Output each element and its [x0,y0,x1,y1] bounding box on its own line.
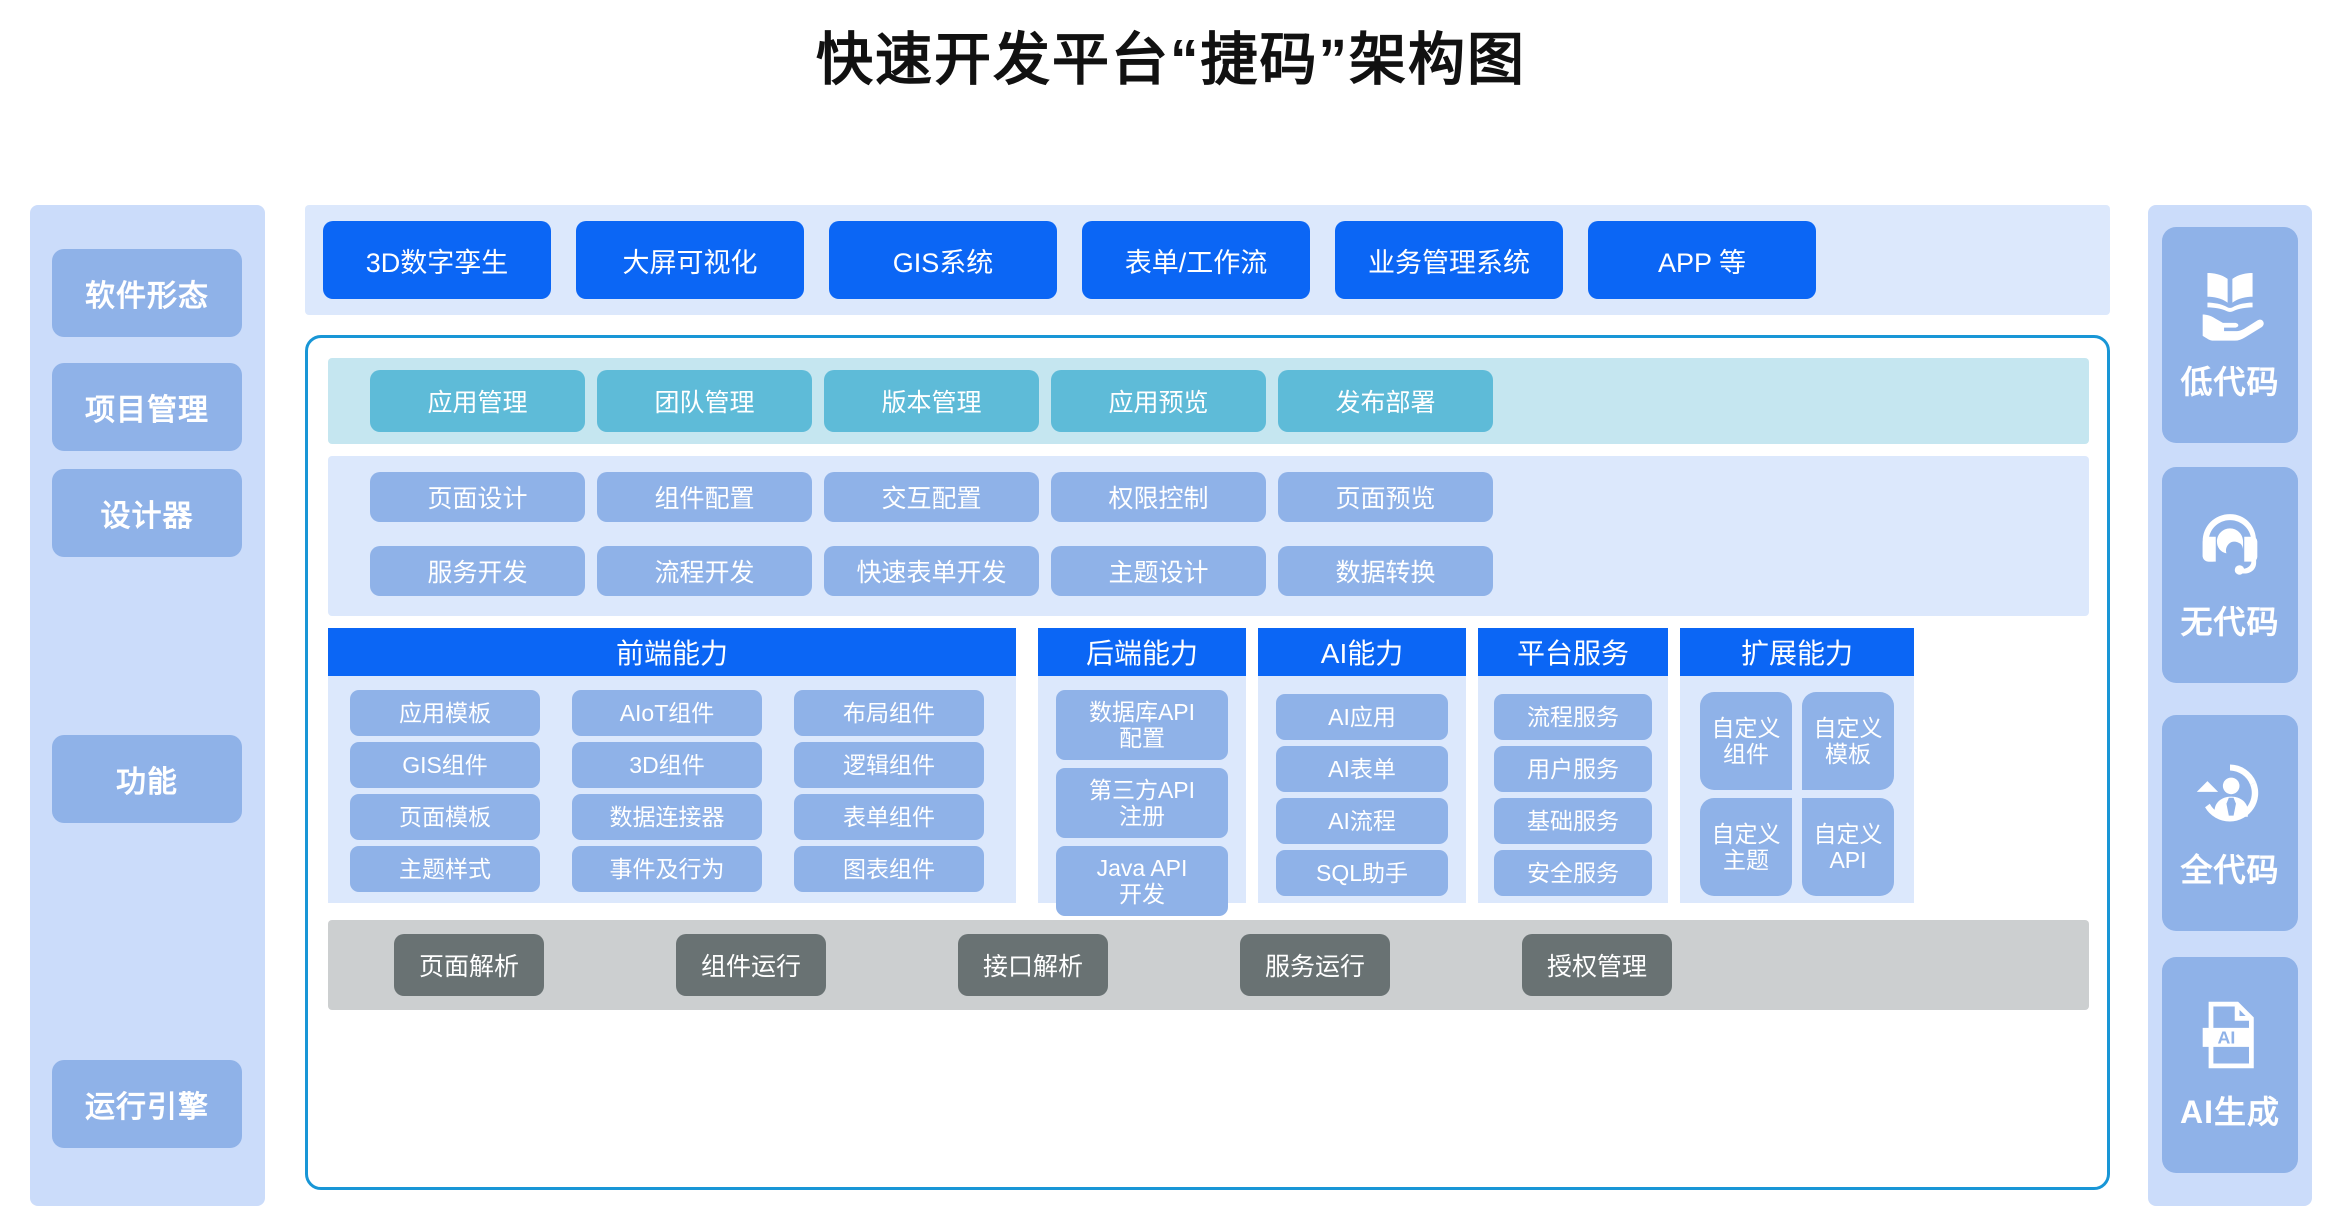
right-card-label: AI生成 [2179,1094,2280,1130]
designer-band: 页面设计 组件配置 交互配置 权限控制 页面预览 服务开发 流程开发 快速表单开… [328,456,2089,616]
platform-outline-box: 应用管理 团队管理 版本管理 应用预览 发布部署 页面设计 组件配置 交互配置 … [305,335,2110,1190]
fn-chip-chart-component[interactable]: 图表组件 [794,846,984,892]
designer-chip-interaction[interactable]: 交互配置 [824,472,1039,522]
fn-chip-page-template[interactable]: 页面模板 [350,794,540,840]
rail-item-runtime-engine[interactable]: 运行引擎 [52,1060,242,1148]
software-form-chip-business[interactable]: 业务管理系统 [1335,221,1563,299]
right-card-label: 低代码 [2180,364,2280,400]
right-card-no-code[interactable]: 无代码 [2162,467,2298,683]
fn-chip-ai-flow[interactable]: AI流程 [1276,798,1448,844]
fn-chip-user-service[interactable]: 用户服务 [1494,746,1652,792]
function-header-backend: 后端能力 [1038,628,1246,676]
runtime-engine-band: 页面解析 组件运行 接口解析 服务运行 授权管理 [328,920,2089,1010]
function-area: 前端能力 应用模板 AIoT组件 布局组件 GIS组件 3D组件 逻辑组件 页面… [328,628,2089,916]
fn-chip-ai-form[interactable]: AI表单 [1276,746,1448,792]
fn-chip-base-service[interactable]: 基础服务 [1494,798,1652,844]
fn-chip-thirdparty-api[interactable]: 第三方API 注册 [1056,768,1228,838]
fn-chip-logic-component[interactable]: 逻辑组件 [794,742,984,788]
book-hand-icon [2192,267,2268,343]
designer-chip-page-design[interactable]: 页面设计 [370,472,585,522]
fn-chip-sql-helper[interactable]: SQL助手 [1276,850,1448,896]
software-form-chip-3d-twin[interactable]: 3D数字孪生 [323,221,551,299]
rt-chip-api-parse[interactable]: 接口解析 [958,934,1108,996]
fn-chip-3d-component[interactable]: 3D组件 [572,742,762,788]
right-card-label: 无代码 [2180,604,2280,640]
pm-chip-team-mgmt[interactable]: 团队管理 [597,370,812,432]
fn-chip-data-connector[interactable]: 数据连接器 [572,794,762,840]
headset-icon [2192,507,2268,583]
designer-chip-fast-form-dev[interactable]: 快速表单开发 [824,546,1039,596]
function-column-ai: AI能力 AI应用 AI表单 AI流程 SQL助手 [1258,628,1466,903]
right-card-label: 全代码 [2180,852,2280,888]
rail-item-project-mgmt[interactable]: 项目管理 [52,363,242,451]
rt-chip-service-run[interactable]: 服务运行 [1240,934,1390,996]
fn-chip-layout-component[interactable]: 布局组件 [794,690,984,736]
fn-chip-ai-app[interactable]: AI应用 [1276,694,1448,740]
designer-chip-theme-design[interactable]: 主题设计 [1051,546,1266,596]
svg-text:AI: AI [2218,1027,2236,1047]
designer-chip-data-transform[interactable]: 数据转换 [1278,546,1493,596]
rail-item-designer[interactable]: 设计器 [52,469,242,557]
designer-chip-page-preview[interactable]: 页面预览 [1278,472,1493,522]
fn-chip-db-api-config[interactable]: 数据库API 配置 [1056,690,1228,760]
rt-chip-page-parse[interactable]: 页面解析 [394,934,544,996]
main-diagram: 3D数字孪生 大屏可视化 GIS系统 表单/工作流 业务管理系统 APP 等 应… [305,205,2110,1206]
ai-document-icon: AI [2192,997,2268,1073]
person-refresh-icon [2192,755,2268,831]
project-management-band: 应用管理 团队管理 版本管理 应用预览 发布部署 [328,358,2089,444]
ext-card-custom-api[interactable]: 自定义 API [1802,798,1894,896]
right-card-full-code[interactable]: 全代码 [2162,715,2298,931]
pm-chip-app-mgmt[interactable]: 应用管理 [370,370,585,432]
fn-chip-theme-style[interactable]: 主题样式 [350,846,540,892]
pm-chip-app-preview[interactable]: 应用预览 [1051,370,1266,432]
fn-chip-form-component[interactable]: 表单组件 [794,794,984,840]
left-rail: 软件形态 项目管理 设计器 功能 运行引擎 [30,205,265,1206]
software-form-band: 3D数字孪生 大屏可视化 GIS系统 表单/工作流 业务管理系统 APP 等 [305,205,2110,315]
rail-item-function[interactable]: 功能 [52,735,242,823]
function-header-extension: 扩展能力 [1680,628,1914,676]
designer-chip-service-dev[interactable]: 服务开发 [370,546,585,596]
ext-card-custom-component[interactable]: 自定义 组件 [1700,692,1792,790]
page-title: 快速开发平台“捷码”架构图 [816,28,1526,92]
fn-chip-app-template[interactable]: 应用模板 [350,690,540,736]
designer-chip-permission[interactable]: 权限控制 [1051,472,1266,522]
ext-card-custom-template[interactable]: 自定义 模板 [1802,692,1894,790]
function-header-ai: AI能力 [1258,628,1466,676]
rt-chip-component-run[interactable]: 组件运行 [676,934,826,996]
fn-chip-event-behavior[interactable]: 事件及行为 [572,846,762,892]
right-card-low-code[interactable]: 低代码 [2162,227,2298,443]
function-column-extension: 扩展能力 自定义 组件 自定义 模板 自定义 主题 自定义 API [1680,628,1914,903]
function-header-frontend: 前端能力 [328,628,1016,676]
fn-chip-gis-component[interactable]: GIS组件 [350,742,540,788]
function-column-backend: 后端能力 数据库API 配置 第三方API 注册 Java API 开发 [1038,628,1246,916]
fn-chip-process-service[interactable]: 流程服务 [1494,694,1652,740]
right-card-ai-generate[interactable]: AI AI生成 [2162,957,2298,1173]
ext-card-custom-theme[interactable]: 自定义 主题 [1700,798,1792,896]
rt-chip-auth-mgmt[interactable]: 授权管理 [1522,934,1672,996]
function-column-platform: 平台服务 流程服务 用户服务 基础服务 安全服务 [1478,628,1668,903]
fn-chip-aiot-component[interactable]: AIoT组件 [572,690,762,736]
function-header-platform: 平台服务 [1478,628,1668,676]
designer-chip-component-config[interactable]: 组件配置 [597,472,812,522]
pm-chip-deploy[interactable]: 发布部署 [1278,370,1493,432]
software-form-chip-app[interactable]: APP 等 [1588,221,1816,299]
right-rail: 低代码 无代码 全代码 [2148,205,2312,1206]
pm-chip-version-mgmt[interactable]: 版本管理 [824,370,1039,432]
fn-chip-java-api-dev[interactable]: Java API 开发 [1056,846,1228,916]
designer-chip-process-dev[interactable]: 流程开发 [597,546,812,596]
rail-item-software-form[interactable]: 软件形态 [52,249,242,337]
fn-chip-security-service[interactable]: 安全服务 [1494,850,1652,896]
software-form-chip-bigscreen[interactable]: 大屏可视化 [576,221,804,299]
software-form-chip-form-flow[interactable]: 表单/工作流 [1082,221,1310,299]
software-form-chip-gis[interactable]: GIS系统 [829,221,1057,299]
function-column-frontend: 前端能力 应用模板 AIoT组件 布局组件 GIS组件 3D组件 逻辑组件 页面… [328,628,1016,903]
